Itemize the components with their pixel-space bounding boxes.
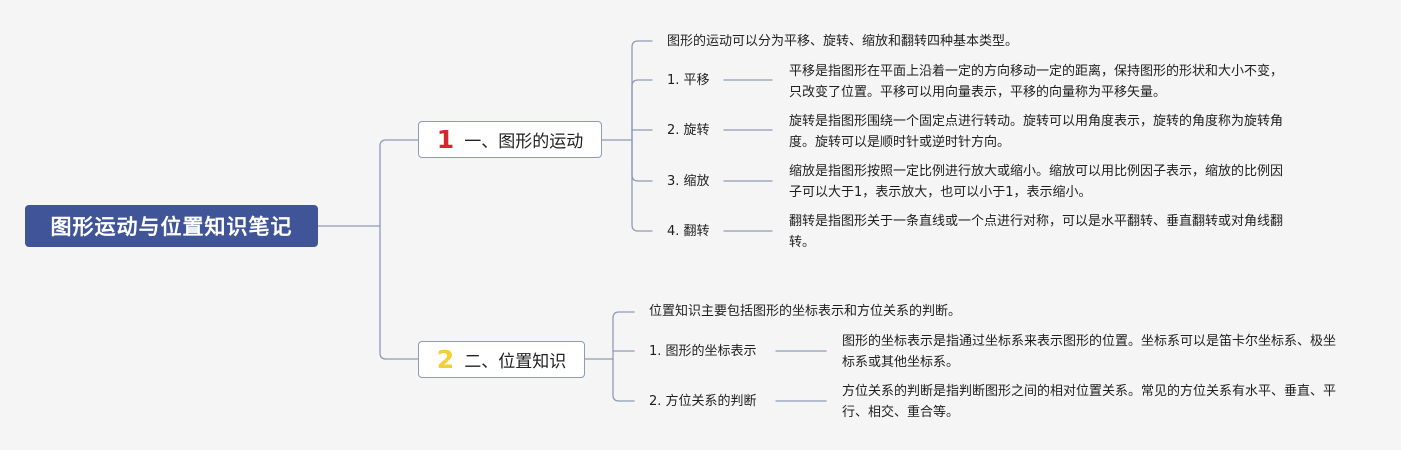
connector-topic-1-item-1 [631, 79, 653, 141]
connector-root-to-topic-1 [379, 139, 419, 227]
root-node[interactable]: 图形运动与位置知识笔记 [25, 205, 318, 247]
number-badge-1: 1 [436, 125, 455, 154]
connector-topic-1-item-3 [631, 139, 653, 182]
subtopic-scaling[interactable]: 3. 缩放 [667, 174, 710, 189]
topic-node-position[interactable]: 2 二、位置知识 [418, 341, 585, 378]
connector-root-to-topic-2 [379, 225, 419, 360]
root-title: 图形运动与位置知识笔记 [50, 215, 293, 239]
description-orientation[interactable]: 方位关系的判断是指判断图形之间的相对位置关系。常见的方位关系有水平、垂直、平行、… [842, 384, 1337, 420]
subtopic-coordinates[interactable]: 1. 图形的坐标表示 [649, 344, 757, 359]
description-flip[interactable]: 翻转是指图形关于一条直线或一个点进行对称，可以是水平翻转、垂直翻转或对角线翻转。 [789, 214, 1284, 250]
subtopic-translation[interactable]: 1. 平移 [667, 73, 710, 88]
number-badge-2: 2 [436, 345, 455, 374]
connector-topic-2-item-2 [612, 358, 635, 402]
connector-topic-2-intro [612, 311, 635, 360]
connector-topic-1-item-4 [631, 139, 653, 232]
subtopic-rotation[interactable]: 2. 旋转 [667, 123, 710, 138]
topic-node-motion[interactable]: 1 一、图形的运动 [418, 121, 602, 158]
description-coordinates[interactable]: 图形的坐标表示是指通过坐标系来表示图形的位置。坐标系可以是笛卡尔坐标系、极坐标系… [842, 334, 1337, 370]
topic-title: 二、位置知识 [464, 352, 567, 372]
description-rotation[interactable]: 旋转是指图形围绕一个固定点进行转动。旋转可以用角度表示，旋转的角度称为旋转角度。… [789, 114, 1284, 150]
topic-2-intro[interactable]: 位置知识主要包括图形的坐标表示和方位关系的判断。 [649, 304, 962, 319]
connector-topic-1-intro [631, 40, 653, 141]
subtopic-orientation[interactable]: 2. 方位关系的判断 [649, 394, 757, 409]
topic-1-intro[interactable]: 图形的运动可以分为平移、旋转、缩放和翻转四种基本类型。 [667, 34, 1019, 49]
subtopic-flip[interactable]: 4. 翻转 [667, 224, 710, 239]
description-scaling[interactable]: 缩放是指图形按照一定比例进行放大或缩小。缩放可以用比例因子表示，缩放的比例因子可… [789, 164, 1284, 200]
description-translation[interactable]: 平移是指图形在平面上沿着一定的方向移动一定的距离，保持图形的形状和大小不变，只改… [789, 64, 1284, 100]
topic-title: 一、图形的运动 [464, 132, 584, 152]
